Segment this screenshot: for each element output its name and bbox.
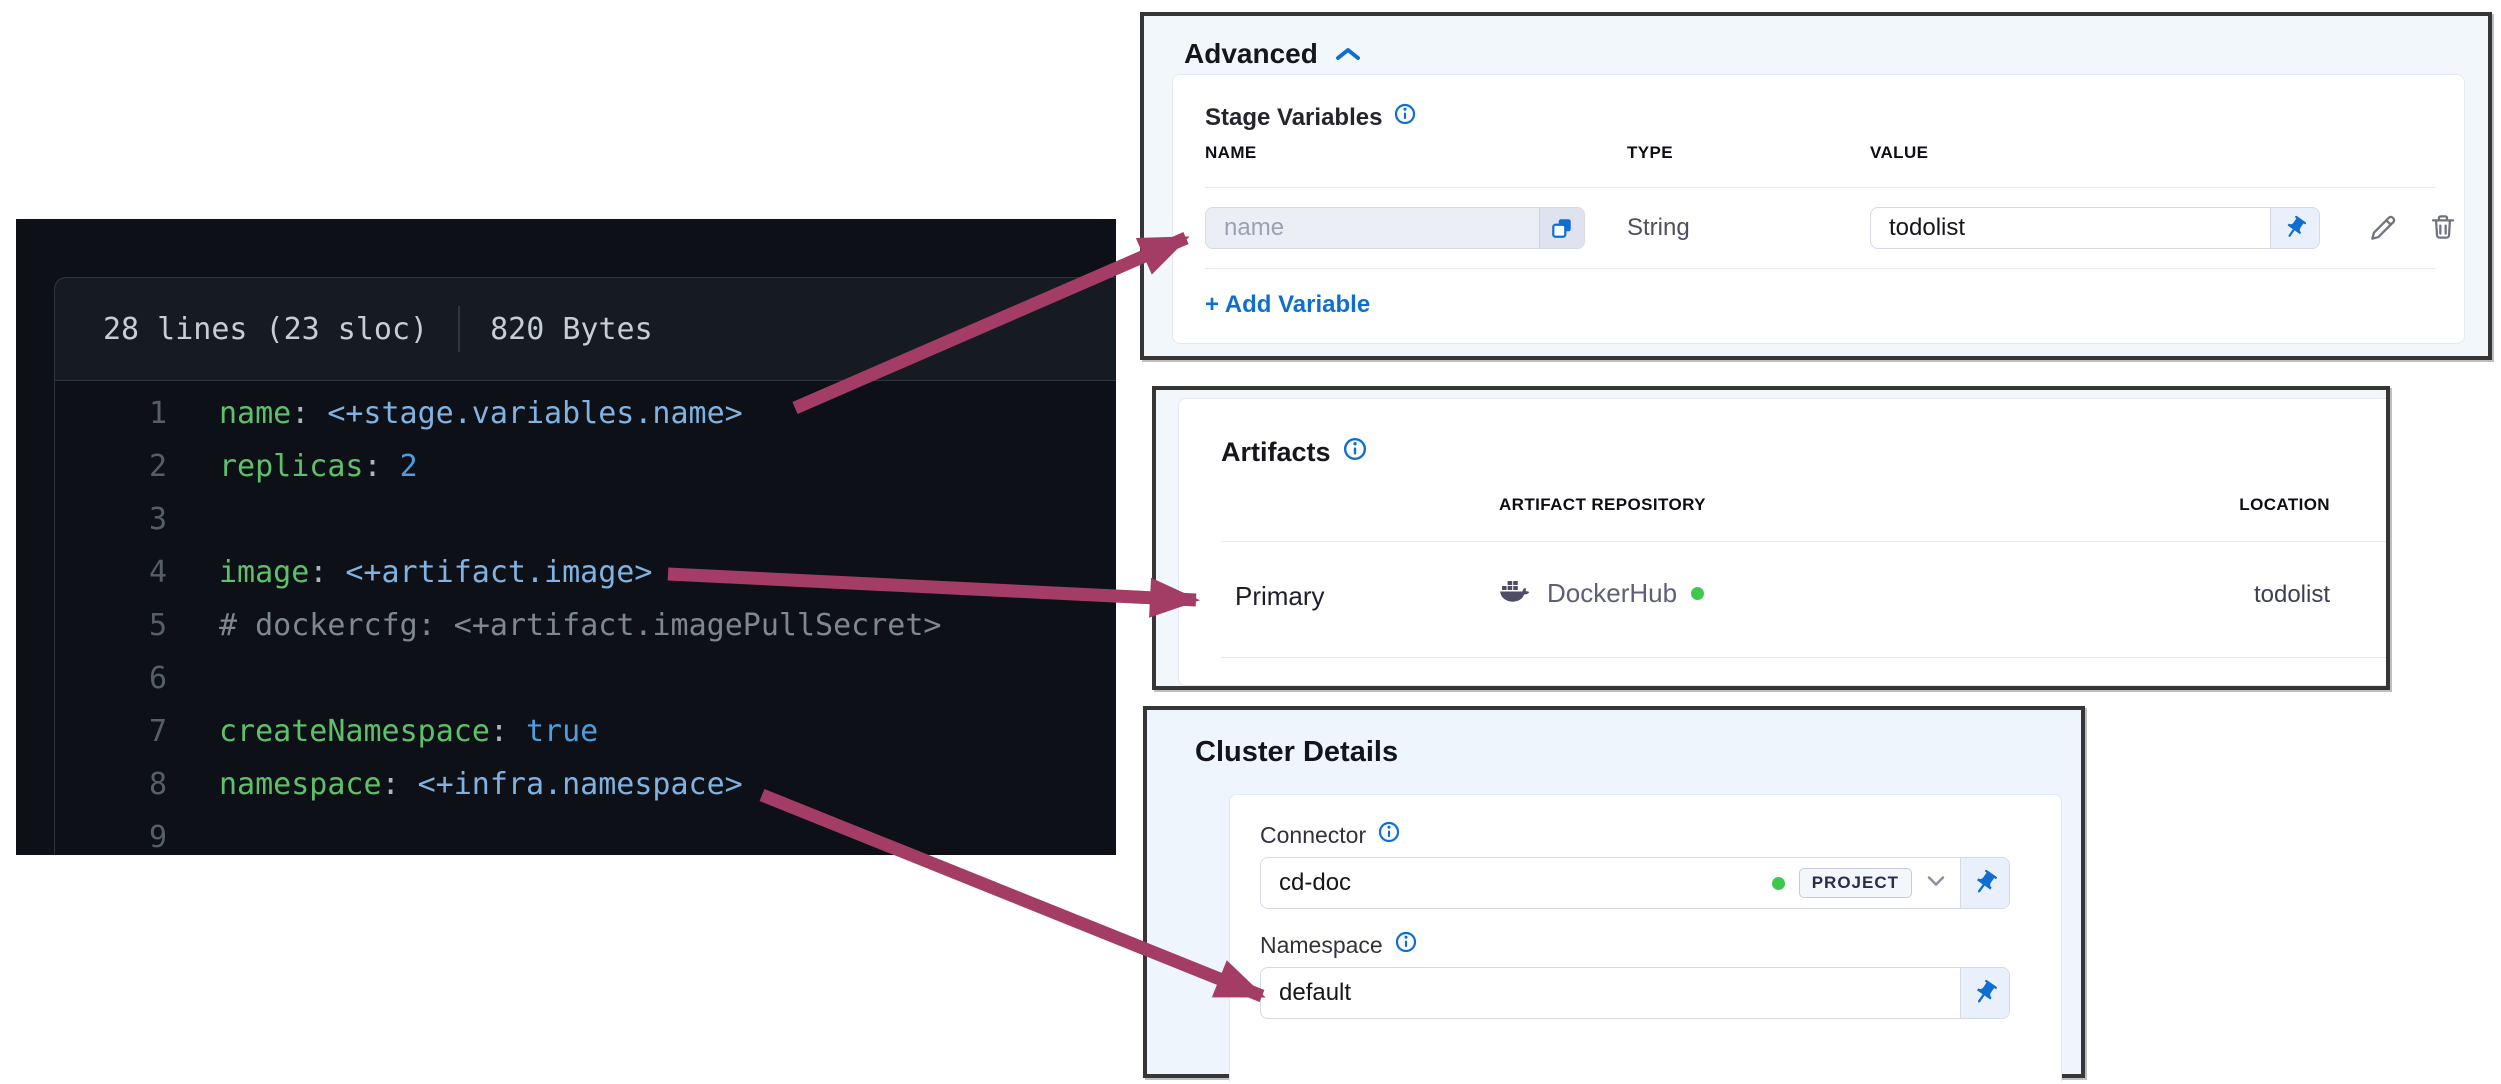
column-header-artifact-repository: ARTIFACT REPOSITORY <box>1499 495 1706 514</box>
column-header-location: LOCATION <box>2239 495 2330 514</box>
chevron-down-icon[interactable] <box>1926 874 1946 893</box>
artifact-row-name: Primary <box>1235 581 1325 611</box>
artifact-location-value: todolist <box>2253 581 2330 608</box>
code-file-stats-bar: 28 lines (23 sloc) 820 Bytes <box>54 277 1116 381</box>
divider <box>1205 268 2436 269</box>
code-line: 1 name:<+stage.variables.name> <box>55 387 1116 440</box>
variable-row: String <box>1205 207 2455 249</box>
stage-variables-card: Stage Variables NAME TYPE VALUE String <box>1172 74 2465 344</box>
line-number: 2 <box>148 449 167 484</box>
pin-icon[interactable] <box>1960 968 2009 1018</box>
pencil-icon <box>2367 212 2399 247</box>
code-line: 8 namespace:<+infra.namespace> <box>55 758 1116 811</box>
add-variable-button[interactable]: + Add Variable <box>1205 291 1371 318</box>
line-number: 3 <box>148 502 167 537</box>
line-number: 9 <box>148 820 167 855</box>
line-number: 4 <box>148 555 167 590</box>
cluster-details-card: Connector PROJECT Name <box>1229 794 2062 1082</box>
pin-icon[interactable] <box>1960 858 2009 908</box>
status-dot <box>1691 587 1705 600</box>
line-count-label: 28 lines (23 sloc) <box>103 311 429 347</box>
info-icon[interactable] <box>1343 437 1367 468</box>
info-icon[interactable] <box>1378 821 1400 849</box>
artifact-repository-name: DockerHub <box>1547 578 1678 608</box>
artifacts-title: Artifacts <box>1221 437 1331 467</box>
docker-whale-icon <box>1499 577 1533 610</box>
variable-name-input[interactable] <box>1206 208 1539 248</box>
column-header-name: NAME <box>1205 143 1257 162</box>
namespace-field <box>1260 967 2010 1019</box>
divider <box>1205 187 2436 188</box>
code-viewer: 28 lines (23 sloc) 820 Bytes 1 name:<+st… <box>16 219 1116 855</box>
advanced-title: Advanced <box>1184 38 1318 69</box>
stats-divider <box>458 306 461 352</box>
connector-field: PROJECT <box>1260 857 2010 909</box>
status-dot <box>1771 876 1785 890</box>
code-line: 4 image:<+artifact.image> <box>55 546 1116 599</box>
cluster-details-title: Cluster Details <box>1195 736 1399 768</box>
code-line: 3 <box>55 493 1116 546</box>
stage-variables-label: Stage Variables <box>1205 103 1383 131</box>
trash-icon <box>2427 211 2459 246</box>
line-number: 8 <box>148 767 167 802</box>
advanced-section: Advanced Stage Variables NAME TYPE VALUE <box>1140 12 2492 360</box>
column-header-value: VALUE <box>1870 143 1929 162</box>
pin-icon[interactable] <box>2270 208 2319 248</box>
copy-icon[interactable] <box>1539 208 1584 248</box>
namespace-input[interactable] <box>1261 968 1960 1018</box>
namespace-label: Namespace <box>1260 931 1383 958</box>
scope-badge: PROJECT <box>1798 868 1912 898</box>
variable-name-field <box>1205 207 1585 249</box>
edit-variable-button[interactable] <box>2367 212 2399 247</box>
connector-input[interactable] <box>1261 858 1772 908</box>
info-icon[interactable] <box>1394 103 1416 132</box>
file-size-label: 820 Bytes <box>490 311 653 347</box>
line-number: 5 <box>148 608 167 643</box>
info-icon[interactable] <box>1395 931 1417 959</box>
cluster-details-section: Cluster Details Connector PROJECT <box>1143 706 2085 1082</box>
delete-variable-button[interactable] <box>2427 211 2459 246</box>
variable-type-value: String <box>1627 214 1690 241</box>
column-header-type: TYPE <box>1627 143 1674 162</box>
divider <box>1221 657 2386 658</box>
artifacts-card: Artifacts ARTIFACT REPOSITORY LOCATION P… <box>1178 398 2386 686</box>
code-line: 9 <box>55 811 1116 855</box>
code-line: 6 <box>55 652 1116 705</box>
advanced-collapse-toggle[interactable]: Advanced <box>1184 38 1362 70</box>
line-number: 6 <box>148 661 167 696</box>
artifacts-section: Artifacts ARTIFACT REPOSITORY LOCATION P… <box>1152 386 2390 690</box>
variable-value-input[interactable] <box>1871 208 2270 248</box>
artifact-repository-cell: DockerHub <box>1499 577 1705 610</box>
connector-label: Connector <box>1260 821 1367 848</box>
variable-value-field <box>1870 207 2320 249</box>
chevron-up-icon <box>1334 38 1362 70</box>
code-line: 2 replicas:2 <box>55 440 1116 493</box>
code-line: 5 # dockercfg: <+artifact.imagePullSecre… <box>55 599 1116 652</box>
code-lines: 1 name:<+stage.variables.name> 2 replica… <box>54 381 1116 855</box>
divider <box>1221 541 2386 542</box>
code-line: 7 createNamespace:true <box>55 705 1116 758</box>
line-number: 1 <box>148 396 167 431</box>
line-number: 7 <box>148 714 167 749</box>
